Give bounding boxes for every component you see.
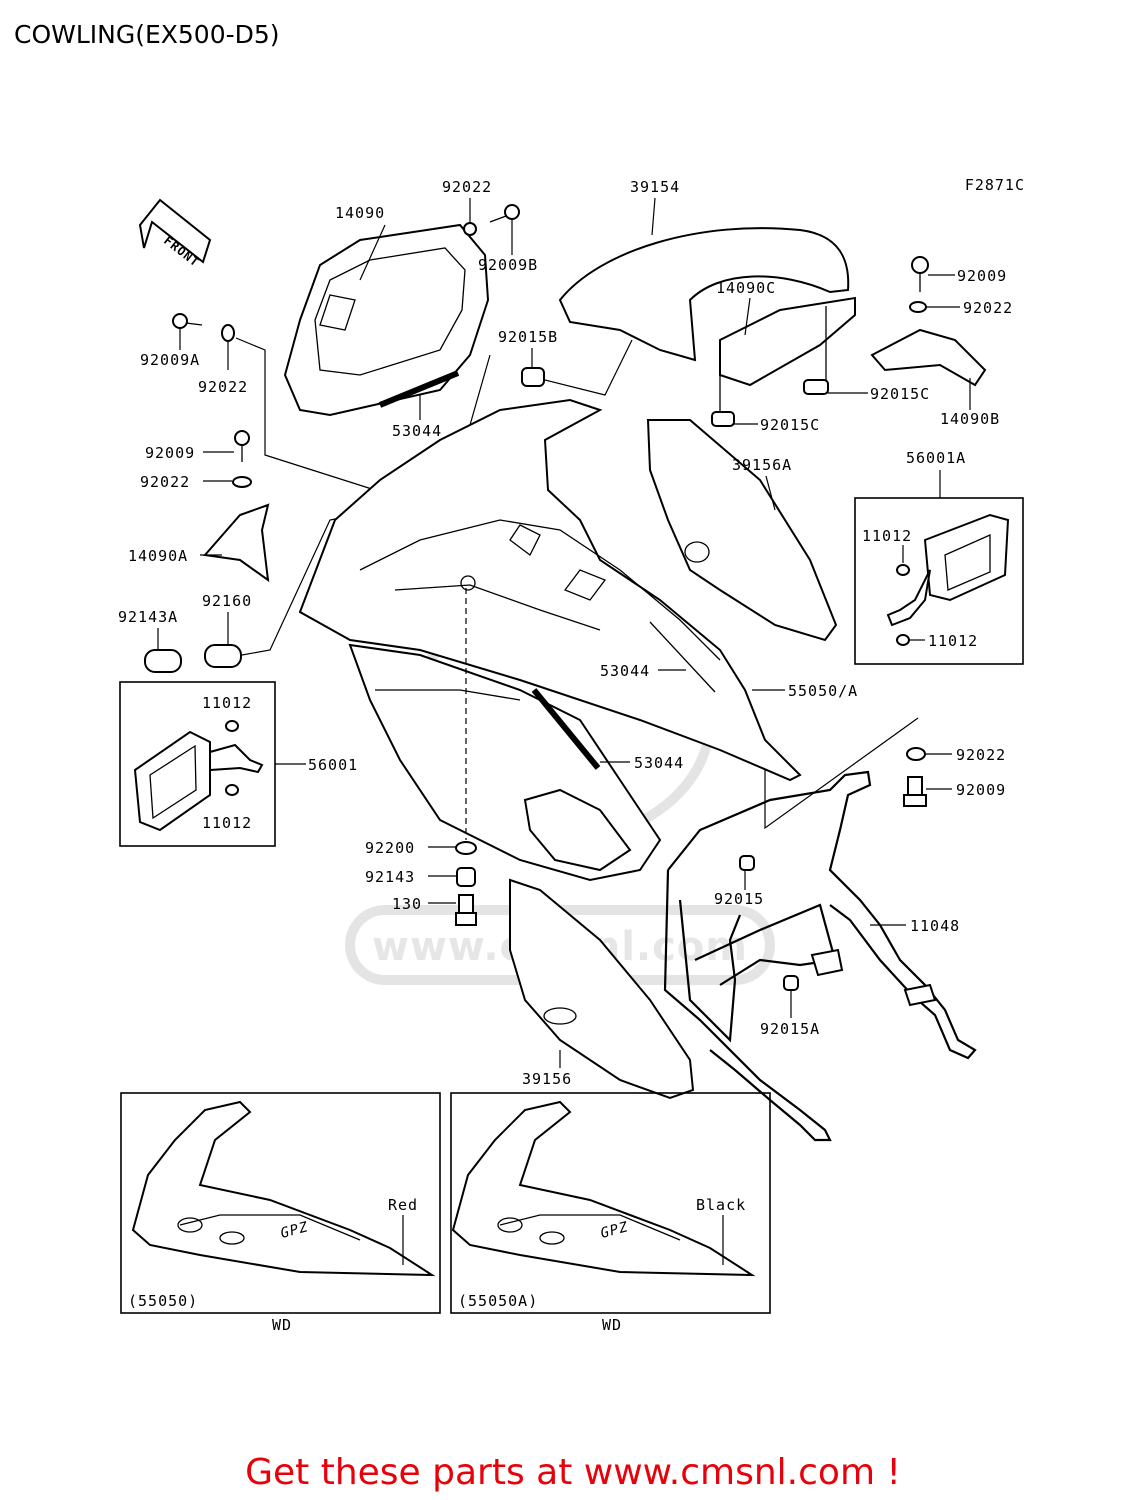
label-11012-b: 11012 — [928, 632, 978, 650]
page-title: COWLING(EX500-D5) — [14, 20, 280, 49]
clip-icon — [711, 411, 735, 427]
label-92015A: 92015A — [760, 1020, 820, 1038]
label-92022-left2: 92022 — [140, 473, 190, 491]
figure-code: F2871C — [965, 176, 1025, 194]
cap-icon — [896, 564, 910, 576]
mirror-right-icon — [886, 513, 1010, 627]
gpz-logo: GPZ — [279, 1219, 310, 1242]
panel-14090C — [719, 296, 856, 387]
washer-icon — [232, 476, 252, 488]
bolt-icon — [903, 776, 927, 807]
label-11012-c: 11012 — [202, 694, 252, 712]
bolt-icon — [489, 204, 520, 223]
label-39156: 39156 — [522, 1070, 572, 1088]
variant-box-red: GPZ Red (55050) — [120, 1092, 441, 1314]
cowling-stay-11048 — [663, 770, 977, 1142]
label-39156A: 39156A — [732, 456, 792, 474]
variant-box-black: GPZ Black (55050A) — [450, 1092, 771, 1314]
label-92009-right: 92009 — [957, 267, 1007, 285]
variant-region-1: WD — [272, 1316, 292, 1334]
front-arrow-icon: FRONT — [138, 198, 212, 270]
bolt-icon — [455, 894, 477, 926]
label-92015: 92015 — [714, 890, 764, 908]
bracket-14090A — [203, 503, 270, 583]
label-92143A: 92143A — [118, 608, 178, 626]
instrument-panel-14090 — [283, 223, 490, 417]
clip-icon — [803, 379, 829, 395]
washer-icon — [906, 747, 926, 761]
label-53044-low: 53044 — [634, 754, 684, 772]
mirror-left-icon — [133, 730, 264, 832]
label-56001: 56001 — [308, 756, 358, 774]
label-11048: 11048 — [910, 917, 960, 935]
variant-region-2: WD — [602, 1316, 622, 1334]
label-92200: 92200 — [365, 839, 415, 857]
label-92015C-b: 92015C — [870, 385, 930, 403]
nut-icon — [783, 975, 799, 991]
label-53044-top: 53044 — [392, 422, 442, 440]
label-92009-right2: 92009 — [956, 781, 1006, 799]
label-92022-left: 92022 — [198, 378, 248, 396]
label-14090A: 14090A — [128, 547, 188, 565]
bracket-14090B — [870, 328, 987, 387]
label-14090: 14090 — [335, 204, 385, 222]
label-11012-a: 11012 — [862, 527, 912, 545]
label-92022-right: 92022 — [963, 299, 1013, 317]
gpz-logo: GPZ — [599, 1219, 630, 1242]
variant-code-55050: (55050) — [128, 1292, 198, 1310]
upper-cowling-55050A — [298, 398, 802, 782]
variant-code-55050A: (55050A) — [458, 1292, 538, 1310]
nut-icon — [456, 867, 476, 887]
label-92143: 92143 — [365, 868, 415, 886]
label-55050A: 55050/A — [788, 682, 858, 700]
label-56001A: 56001A — [906, 449, 966, 467]
label-92022-right2: 92022 — [956, 746, 1006, 764]
footer-link[interactable]: Get these parts at www.cmsnl.com ! — [245, 1452, 901, 1493]
cap-icon — [225, 784, 239, 796]
nut-icon — [521, 367, 545, 387]
label-92022-top: 92022 — [442, 178, 492, 196]
label-14090C: 14090C — [716, 279, 776, 297]
grommet-icon — [204, 644, 242, 668]
inner-panel-39156 — [509, 878, 695, 1100]
grommet-icon — [144, 649, 182, 673]
cowling-exploded-diagram: www.cmsnl.com F2871C FRONT 14090 92022 9… — [118, 176, 1025, 1334]
inner-panel-39156A — [646, 419, 838, 642]
label-92009-left: 92009 — [145, 444, 195, 462]
label-14090B: 14090B — [940, 410, 1000, 428]
washer-icon — [909, 301, 927, 313]
washer-icon — [221, 324, 235, 342]
mirror-right-box — [854, 497, 1024, 665]
label-92015C-a: 92015C — [760, 416, 820, 434]
label-53044-mid: 53044 — [600, 662, 650, 680]
variant-color-black: Black — [696, 1196, 746, 1214]
variant-color-red: Red — [388, 1196, 418, 1214]
label-92009A: 92009A — [140, 351, 200, 369]
label-130: 130 — [392, 895, 422, 913]
bolt-icon — [172, 313, 203, 329]
label-92160: 92160 — [202, 592, 252, 610]
label-92015B: 92015B — [498, 328, 558, 346]
washer-icon — [463, 222, 477, 236]
windscreen-39154 — [558, 227, 850, 362]
washer-icon — [455, 841, 477, 855]
bolt-icon — [911, 256, 929, 292]
cap-icon — [896, 634, 910, 646]
label-39154: 39154 — [630, 178, 680, 196]
cap-icon — [225, 720, 239, 732]
label-92009B: 92009B — [478, 256, 538, 274]
lower-cowling — [348, 643, 662, 882]
label-11012-d: 11012 — [202, 814, 252, 832]
bolt-icon — [234, 430, 250, 462]
nut-icon — [739, 855, 755, 871]
